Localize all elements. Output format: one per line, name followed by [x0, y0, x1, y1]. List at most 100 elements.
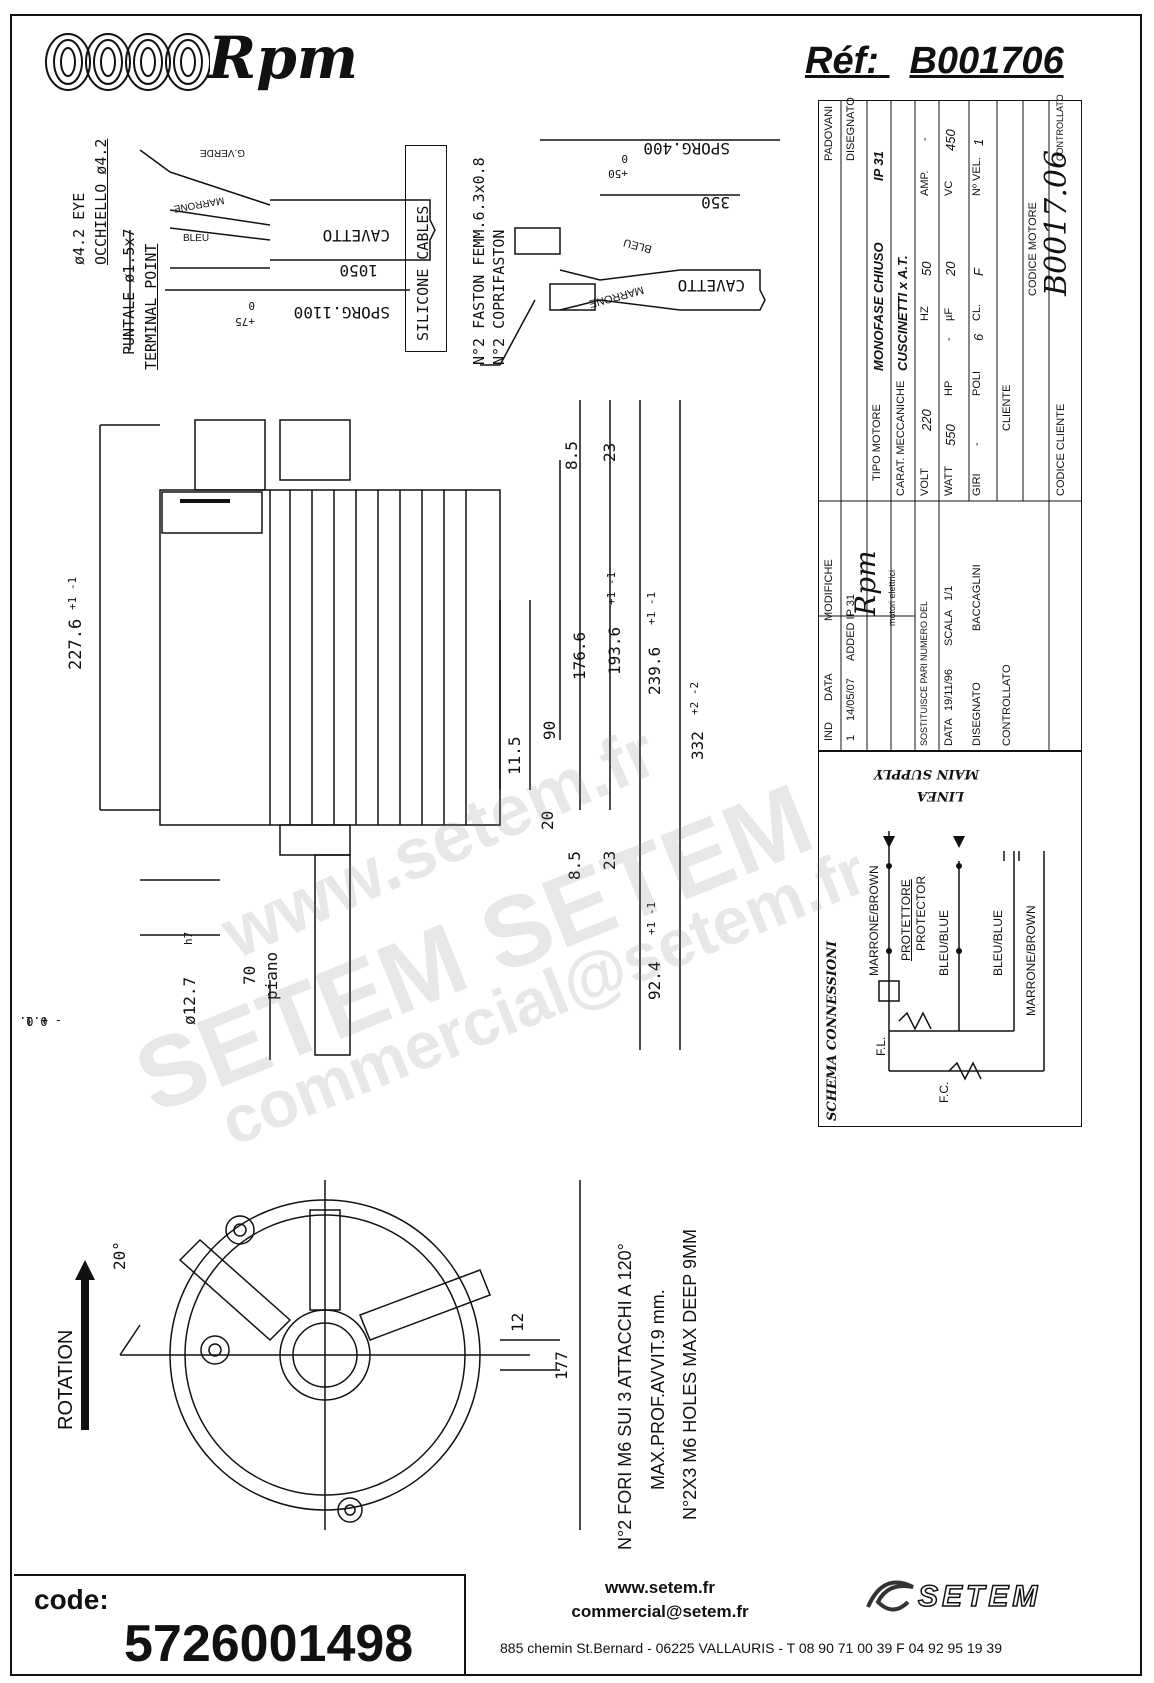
- tbl-disegnato: DISEGNATO: [845, 97, 857, 161]
- tbl-carat-val: CUSCINETTI x A.T.: [895, 255, 910, 371]
- tbl-nvel-v: 1: [971, 138, 986, 146]
- brand-name: Rpm: [208, 24, 359, 92]
- eye-label: ø4.2 EYE: [70, 192, 88, 265]
- page-frame: [10, 14, 1142, 1676]
- rpm-logo: Rpm: [40, 24, 360, 100]
- tbl-padovani: PADOVANI: [823, 105, 835, 161]
- shaft-tol-b: - 0.1: [25, 1014, 62, 1028]
- puntale-label: PUNTALE ø1.5x7: [120, 228, 138, 355]
- silicone-label: SILICONE CABLES: [414, 205, 432, 341]
- motor-side-view: [99, 400, 681, 1060]
- wire-bleu-label: BLEU: [183, 233, 210, 244]
- schema-marrone-brown: MARRONE/BROWN: [867, 865, 881, 976]
- tbl-tipo-val: MONOFASE CHIUSO: [871, 242, 886, 371]
- schema-fc: F.C.: [937, 1081, 951, 1103]
- dim-12: 12: [508, 1312, 527, 1332]
- dim-227-tol: +1 -1: [66, 576, 79, 610]
- dim-h7: h7: [182, 931, 195, 945]
- tbl-data: DATA: [823, 673, 835, 701]
- tbl-cliente: CLIENTE: [1001, 384, 1013, 431]
- reference: Réf: B001706: [805, 40, 1064, 83]
- dim-90: 90: [540, 720, 559, 740]
- tbl-volt: VOLT: [919, 468, 931, 496]
- holes-line1: N°2 FORI M6 SUI 3 ATTACCHI A 120°: [615, 1243, 635, 1550]
- tbl-volt-v: 220: [919, 409, 934, 431]
- dim-239: 239.6: [645, 646, 664, 695]
- wire-verde-label: G.VERDE: [199, 147, 245, 158]
- dim-20deg: 20°: [110, 1241, 129, 1270]
- setem-logo: SETEM: [858, 1572, 1108, 1622]
- schema-linea: LINEA: [916, 788, 964, 803]
- tbl-controllato: CONTROLLATO: [1055, 94, 1065, 161]
- code-box: code: 5726001498: [14, 1574, 466, 1676]
- dim-193: 193.6: [605, 626, 624, 675]
- tbl-modifiche: MODIFICHE: [823, 559, 835, 621]
- sporg-tol-a: +75: [235, 315, 255, 328]
- schema-fl: F.L.: [874, 1036, 888, 1056]
- schema-main-supply: MAIN SUPPLY: [874, 766, 979, 781]
- tbl-giri-v: -: [971, 442, 983, 446]
- footer-email[interactable]: commercial@setem.fr: [571, 1602, 749, 1621]
- coil-logo-icon: [45, 33, 211, 91]
- title-block-grid: [819, 101, 1081, 751]
- schema-title: SCHEMA CONNESSIONI: [825, 940, 840, 1121]
- tbl-amp: AMP.: [919, 170, 931, 196]
- tbl-vc-v: 450: [943, 129, 958, 151]
- sporg-400: SPORG.400: [643, 139, 730, 158]
- tbl-rpm-logo: Rpm motori elettrici: [849, 550, 909, 626]
- motor-front-view: [75, 1180, 581, 1530]
- tbl-disegnato-v: BACCAGLINI: [971, 564, 983, 631]
- tbl-data-l: DATA: [943, 718, 955, 746]
- tbl-numero-del: NUMERO DEL: [919, 600, 929, 661]
- tbl-ind: IND: [823, 722, 835, 741]
- swirl-icon: [866, 1580, 914, 1612]
- dim-227: 227.6: [66, 618, 86, 670]
- schema-bleu-blue-2: BLEU/BLUE: [991, 909, 1005, 976]
- faston-tol-b: 0: [621, 152, 628, 165]
- cable-drawing-faston: [480, 139, 780, 366]
- tbl-hp-v: -: [943, 337, 955, 341]
- tbl-hp: HP: [943, 380, 955, 396]
- tbl-data-v: 19/11/96: [943, 668, 955, 711]
- schema-protettore: PROTETTORE: [899, 879, 913, 961]
- dim-332-tol: +2 -2: [688, 681, 701, 715]
- silicone-box: SILICONE CABLES: [405, 145, 447, 352]
- tbl-scala: SCALA: [943, 609, 955, 646]
- schema-box: SCHEMA CONNESSIONI MAIN SUPPLY LINEA MAR…: [818, 750, 1082, 1127]
- cavetto-label: CAVETTO: [322, 226, 390, 245]
- faston-line1: N°2 FASTON FEMM.6.3x0.8: [470, 157, 488, 365]
- tbl-amp-v: -: [919, 137, 931, 141]
- tbl-rpm-brand: Rpm: [849, 550, 882, 616]
- sporg-tol-b: 0: [248, 299, 255, 312]
- code-value: 5726001498: [124, 1615, 414, 1673]
- len-1050: 1050: [339, 261, 378, 280]
- tbl-controllato-l: CONTROLLATO: [1001, 664, 1013, 747]
- dim-239-tol: +1 -1: [645, 591, 658, 625]
- dim-176: 176.6: [570, 631, 589, 680]
- ref-value: B001706: [909, 40, 1064, 82]
- tbl-disegnato-l: DISEGNATO: [971, 682, 983, 746]
- tbl-poli-v: 6: [971, 333, 986, 341]
- ref-label: Réf:: [805, 40, 879, 82]
- tbl-codice-cliente: CODICE CLIENTE: [1055, 403, 1067, 496]
- code-label: code:: [34, 1584, 109, 1615]
- tbl-rev-1: 1: [845, 734, 857, 741]
- tbl-carat: CARAT. MECCANICHE: [895, 380, 907, 496]
- footer-web[interactable]: www.setem.fr: [605, 1578, 715, 1597]
- tbl-scala-v: 1/1: [943, 585, 955, 601]
- dim-177: 177: [552, 1351, 571, 1380]
- faston-cavetto: CAVETTO: [677, 276, 745, 295]
- tbl-hz: HZ: [919, 306, 931, 321]
- faston-line2: N°2 COPRIFASTON: [490, 229, 508, 365]
- footer-address: 885 chemin St.Bernard - 06225 VALLAURIS …: [500, 1640, 1002, 1656]
- dim-23-top: 23: [600, 442, 619, 462]
- tbl-vc: VC: [943, 180, 955, 196]
- schema-marrone-brown-2: MARRONE/BROWN: [1024, 905, 1038, 1016]
- schema-wiring: [878, 831, 1045, 1081]
- tbl-poli: POLI: [971, 370, 983, 396]
- tbl-uf-v: 20: [943, 261, 958, 276]
- rotation-label: ROTATION: [55, 1329, 77, 1430]
- tbl-uf: µF: [943, 307, 955, 321]
- dim-332: 332: [688, 731, 707, 760]
- tbl-watt-v: 550: [943, 424, 958, 446]
